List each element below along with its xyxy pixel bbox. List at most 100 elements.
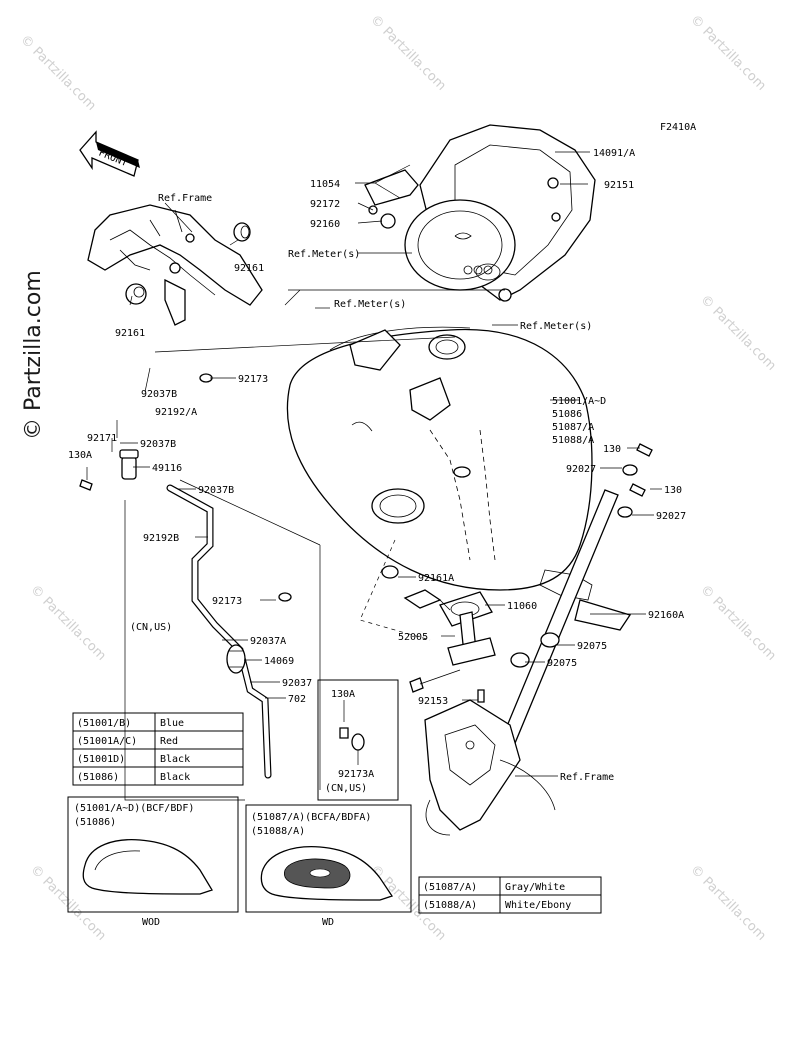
callout-51087: 51087/A <box>552 422 594 433</box>
watermark: © Partzilla.com <box>367 12 449 94</box>
callout-92160: 92160 <box>310 219 340 230</box>
screw-part <box>547 177 559 189</box>
color-table-wd: (51087/A) Gray/White (51088/A) White/Ebo… <box>418 876 602 914</box>
lower-frame-illustration <box>424 699 556 836</box>
table-cell-color: Black <box>160 754 190 765</box>
callout-92027: 92027 <box>566 464 596 475</box>
callout-92173a: 92173A <box>338 769 374 780</box>
table-cell-code: (51001A/C) <box>77 736 137 747</box>
table-cell-code: (51088/A) <box>423 900 477 911</box>
bracket-part <box>364 169 419 229</box>
callout-14069: 14069 <box>264 656 294 667</box>
side-watermark: © Partzilla.com <box>21 270 46 440</box>
front-direction-arrow: FRONT <box>79 130 140 177</box>
table-cell-code: (51087/A) <box>423 882 477 893</box>
callout-92172: 92172 <box>310 199 340 210</box>
callout-92161: 92161 <box>115 328 145 339</box>
fuel-pump-part <box>381 565 496 703</box>
callout-11054: 11054 <box>310 179 340 190</box>
callout-702: 702 <box>288 694 306 705</box>
callout-92075: 92075 <box>547 658 577 669</box>
cn-us-bracket <box>124 479 321 801</box>
variant-wd-panel: (51087/A)(BCFA/BDFA) (51088/A) WD <box>245 804 412 928</box>
callout-cn-us: (CN,US) <box>325 783 367 794</box>
callout-ref-meter: Ref.Meter(s) <box>334 299 406 310</box>
watermark: © Partzilla.com <box>17 32 99 114</box>
table-cell-code: (51001D) <box>77 754 125 765</box>
variant-wod-line1: (51001/A~D)(BCF/BDF) <box>74 803 194 814</box>
callout-ref-frame: Ref.Frame <box>158 193 212 204</box>
callout-ref-meter: Ref.Meter(s) <box>288 249 360 260</box>
valve-part <box>119 449 139 480</box>
callout-ref-frame: Ref.Frame <box>560 772 614 783</box>
callout-92192b: 92192B <box>143 533 179 544</box>
variant-wd-caption: WD <box>322 917 334 928</box>
table-cell-color: White/Ebony <box>505 900 571 911</box>
table-cell-code: (51086) <box>77 772 119 783</box>
fuel-tank-part <box>286 326 593 601</box>
watermark: © Partzilla.com <box>27 582 109 664</box>
callout-labels: 14091/A 11054 92151 92172 92160 Ref.Mete… <box>68 148 686 794</box>
tank-strap-part <box>494 464 638 761</box>
watermark: © Partzilla.com <box>687 862 769 944</box>
callout-cn-us: (CN,US) <box>130 622 172 633</box>
table-cell-color: Red <box>160 736 178 747</box>
callout-92160a: 92160A <box>648 610 684 621</box>
table-cell-color: Blue <box>160 718 184 729</box>
frame-illustration <box>87 204 263 326</box>
variant-wd-line1: (51087/A)(BCFA/BDFA) <box>251 812 371 823</box>
meter-housing-part <box>404 199 516 291</box>
vent-hose-part <box>166 484 272 779</box>
callout-49116: 49116 <box>152 463 182 474</box>
callout-130: 130 <box>603 444 621 455</box>
clamp-part <box>339 727 365 751</box>
callout-14091: 14091/A <box>593 148 635 159</box>
callout-92151: 92151 <box>604 180 634 191</box>
diagram-code: F2410A <box>660 122 696 133</box>
leader-lines <box>86 151 662 777</box>
callout-52005: 52005 <box>398 632 428 643</box>
callout-92027: 92027 <box>656 511 686 522</box>
table-cell-color: Black <box>160 772 190 783</box>
callout-51088: 51088/A <box>552 435 594 446</box>
callout-92075: 92075 <box>577 641 607 652</box>
watermark: © Partzilla.com <box>697 292 779 374</box>
breather-hose-part <box>113 353 160 430</box>
variant-wod-caption: WOD <box>142 917 160 928</box>
callout-ref-meter: Ref.Meter(s) <box>520 321 592 332</box>
callout-130a: 130A <box>331 689 355 700</box>
callout-51086: 51086 <box>552 409 582 420</box>
callout-92037a: 92037A <box>250 636 286 647</box>
callout-92153: 92153 <box>418 696 448 707</box>
variant-wd-line2: (51088/A) <box>251 826 305 837</box>
callout-92037b: 92037B <box>141 389 177 400</box>
variant-wod-line2: (51086) <box>74 817 116 828</box>
callout-92173: 92173 <box>212 596 242 607</box>
color-table-standard: (51001/B) Blue (51001A/C) Red (51001D) B… <box>72 712 244 786</box>
callout-51001: 51001/A~D <box>552 396 606 407</box>
grommet-part <box>233 222 251 242</box>
table-cell-code: (51001/B) <box>77 718 131 729</box>
callout-130: 130 <box>664 485 682 496</box>
canister-part <box>226 644 246 674</box>
variant-wod-panel: (51001/A~D)(BCF/BDF) (51086) WOD <box>67 796 239 928</box>
callout-92037b: 92037B <box>140 439 176 450</box>
cn-us-box <box>317 679 399 801</box>
callout-130a: 130A <box>68 450 92 461</box>
callout-92037b: 92037B <box>198 485 234 496</box>
bolt-part <box>79 479 93 491</box>
callout-11060: 11060 <box>507 601 537 612</box>
grommet-part <box>125 283 147 305</box>
callout-92173: 92173 <box>238 374 268 385</box>
callout-92171: 92171 <box>87 433 117 444</box>
callout-92037: 92037 <box>282 678 312 689</box>
clamp-part <box>278 592 292 602</box>
callout-92161a: 92161A <box>418 573 454 584</box>
callout-92161: 92161 <box>234 263 264 274</box>
callout-92192a: 92192/A <box>155 407 197 418</box>
watermark: © Partzilla.com <box>687 12 769 94</box>
watermark: © Partzilla.com <box>697 582 779 664</box>
table-cell-color: Gray/White <box>505 882 565 893</box>
